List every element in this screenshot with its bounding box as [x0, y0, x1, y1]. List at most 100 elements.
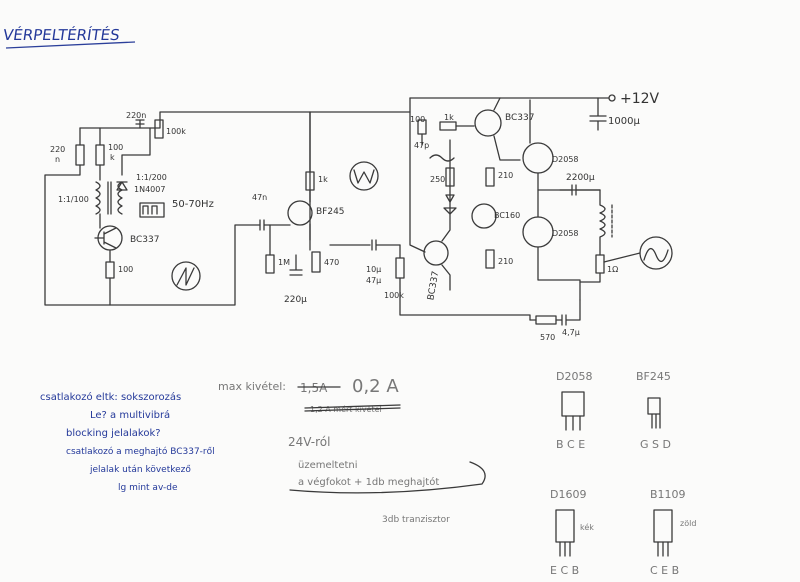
resistor-100k	[95, 144, 105, 166]
label-c10u: 10µ	[366, 265, 381, 274]
wire-mid-bottom	[399, 244, 531, 321]
pinout-b1109-name: B1109	[650, 488, 686, 501]
diodes-bias	[443, 194, 457, 215]
label-c47u-b: 4,7µ	[562, 328, 580, 337]
resistor-470	[311, 251, 321, 273]
resistor-100-osc	[105, 261, 115, 279]
wire-driver-base	[421, 125, 475, 146]
label-c47n: 47n	[252, 193, 267, 202]
note-3-transistors: 3db tranzisztor	[382, 515, 450, 525]
wire-feedback-left	[44, 164, 261, 306]
resistor-1ohm	[595, 254, 605, 274]
label-r250: 250	[430, 175, 445, 184]
wire-top-resistors	[79, 127, 101, 146]
resistor-1m	[265, 254, 275, 274]
label-bf245: BF245	[316, 207, 345, 217]
note-line-4: csatlakozó a meghajtó BC337-ről	[66, 446, 215, 457]
label-r100-top: 100	[410, 115, 425, 124]
strike-2	[304, 404, 401, 412]
label-r1ohm: 1Ω	[607, 265, 618, 274]
capacitor-220u	[289, 254, 303, 276]
label-n: n	[55, 155, 60, 164]
label-r570: 570	[540, 333, 555, 342]
label-bc337-osc: BC337	[130, 235, 159, 245]
label-r1m: 1M	[278, 258, 290, 267]
pulse-symbol	[139, 202, 165, 218]
max-current-struck: 1,5A	[300, 381, 328, 395]
pinout-d1609-pins: E C B	[550, 564, 579, 577]
pinout-b1109-legs	[657, 541, 669, 557]
label-c220n-top: 220n	[126, 111, 146, 120]
transformer-coil-left	[95, 181, 101, 215]
label-c47p: 47p	[414, 141, 429, 150]
diode-1n4007	[116, 181, 128, 191]
wire-output-return	[579, 272, 601, 283]
pinout-d1609-legs	[559, 541, 571, 557]
label-r470: 470	[324, 258, 339, 267]
pinout-b1109-body	[653, 509, 673, 543]
resistor-250	[445, 167, 455, 187]
label-pot1k: 1k	[444, 113, 454, 122]
transistor-d2058-bot	[522, 216, 554, 248]
label-transformer-right: 1:1/200	[136, 173, 167, 182]
transistor-bc337-mid	[423, 240, 449, 266]
d2058-bot-legs	[537, 189, 581, 301]
sine-lead	[603, 252, 641, 263]
bc337-mid-legs	[441, 139, 451, 291]
supply-terminal	[608, 94, 616, 102]
label-1n4007: 1N4007	[134, 185, 165, 194]
label-c220u: 220µ	[284, 295, 307, 305]
pulse-waveform	[142, 205, 158, 215]
sawtooth-waveform	[176, 267, 195, 286]
supply-voltage: +12V	[620, 91, 660, 107]
pinout-d2058-legs	[565, 415, 581, 431]
label-r100k: 100	[108, 143, 123, 152]
capacitor-10u	[329, 239, 401, 251]
pinout-d2058-body	[561, 391, 585, 417]
label-freq: 50-70Hz	[172, 199, 214, 210]
max-current-label: max kivétel:	[218, 380, 286, 393]
bc337-top-legs	[493, 97, 521, 161]
transistor-d2058-top	[522, 142, 554, 174]
supply-cap-label: 1000µ	[608, 116, 640, 127]
pinout-bf245-body	[647, 397, 661, 429]
capacitor-47n	[259, 219, 291, 231]
label-bc337-top: BC337	[505, 113, 534, 123]
wire-mid-vertical	[409, 111, 426, 253]
transistor-bf245	[287, 200, 313, 226]
title-underline	[5, 41, 136, 49]
pinout-b1109-pins: C E B	[650, 564, 679, 577]
label-bc160: BC160	[494, 211, 520, 220]
capacitor-4-7u	[555, 299, 581, 326]
note-line-2: Le? a multivibrá	[90, 409, 170, 421]
resistor-220n	[75, 144, 85, 166]
capacitor-2200u	[559, 184, 601, 196]
coil-small	[429, 154, 455, 162]
title: VÉRPELTÉRÍTÉS	[2, 25, 121, 44]
note-line-5: jelalak után következő	[89, 465, 191, 475]
resistor-210	[485, 167, 495, 187]
label-bc337-mid: BC337	[426, 270, 441, 301]
note-operate: üzemeltetni	[298, 460, 358, 471]
label-r210-b: 210	[498, 257, 513, 266]
pinout-bf245-name: BF245	[636, 370, 671, 383]
bc337-osc-legs	[94, 227, 117, 249]
pinout-b1109-note: zöld	[680, 519, 696, 528]
capacitor-220n-top	[135, 119, 145, 129]
note-endstage: a végfokot + 1db meghajtót	[298, 476, 439, 488]
note-bracket	[289, 461, 486, 494]
sawtooth-symbol	[171, 261, 201, 291]
label-r1k-bf: 1k	[318, 175, 328, 184]
label-d2058-top: D2058	[552, 155, 579, 164]
pinout-bf245-pins: G S D	[640, 438, 671, 451]
resistor-210-b	[485, 249, 495, 269]
pot-100k-mid	[395, 257, 405, 279]
label-c2200u: 2200µ	[566, 173, 595, 183]
sine-waveform	[643, 248, 669, 262]
resistor-570	[535, 315, 557, 325]
label-d2058-bot: D2058	[552, 229, 579, 238]
wave-w-glyph	[353, 169, 375, 184]
label-r100-osc: 100	[118, 265, 133, 274]
pot-1k	[439, 121, 457, 131]
